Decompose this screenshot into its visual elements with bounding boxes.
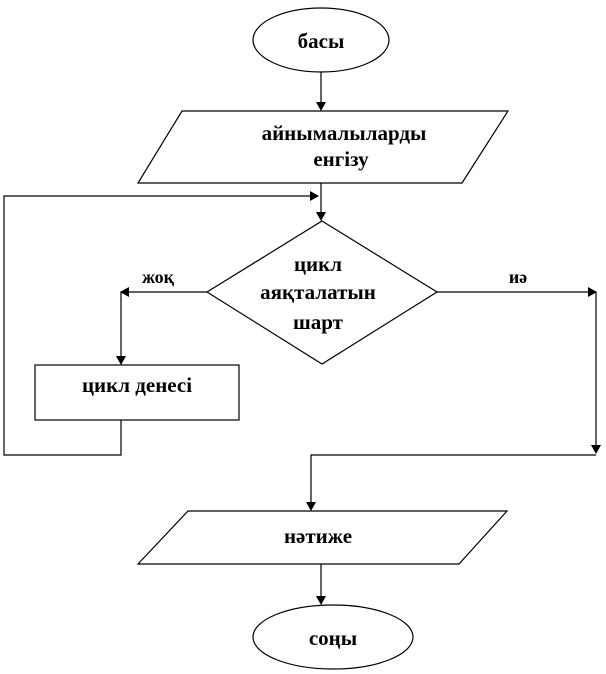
loop-back-connector [3, 195, 311, 456]
arrowhead-yes-right [588, 287, 597, 297]
input-label-line2: енгізу [313, 147, 369, 171]
condition-label-line1: цикл [294, 252, 342, 276]
connector-no-branch [120, 291, 207, 357]
end-terminator [252, 604, 414, 670]
condition-label-line3: шарт [293, 310, 344, 334]
branch-yes-label: иә [509, 267, 527, 287]
end-label: соңы [309, 626, 357, 650]
output-parallelogram [136, 510, 509, 565]
start-label: басы [298, 29, 345, 53]
branch-no-label: жоқ [142, 267, 175, 287]
loop-body-rect [34, 364, 240, 421]
arrowhead-join-output [306, 502, 316, 511]
arrowhead-no-left [120, 287, 129, 297]
connector-join-output [310, 454, 596, 503]
output-label: нәтиже [284, 524, 352, 548]
arrowhead-yes-down [591, 445, 601, 454]
loop-body-label: цикл денесі [82, 373, 192, 397]
arrowhead-input-condition [316, 212, 326, 221]
arrowhead-output-end [316, 596, 326, 605]
condition-label-line2: аяқталатын [260, 280, 376, 304]
arrowhead-loop-back [310, 191, 319, 201]
condition-diamond [205, 220, 439, 365]
input-label-line1: айнымалыларды [262, 121, 427, 145]
arrowhead-start-input [316, 102, 326, 111]
input-parallelogram [136, 110, 510, 184]
arrowhead-no-body [116, 356, 126, 365]
